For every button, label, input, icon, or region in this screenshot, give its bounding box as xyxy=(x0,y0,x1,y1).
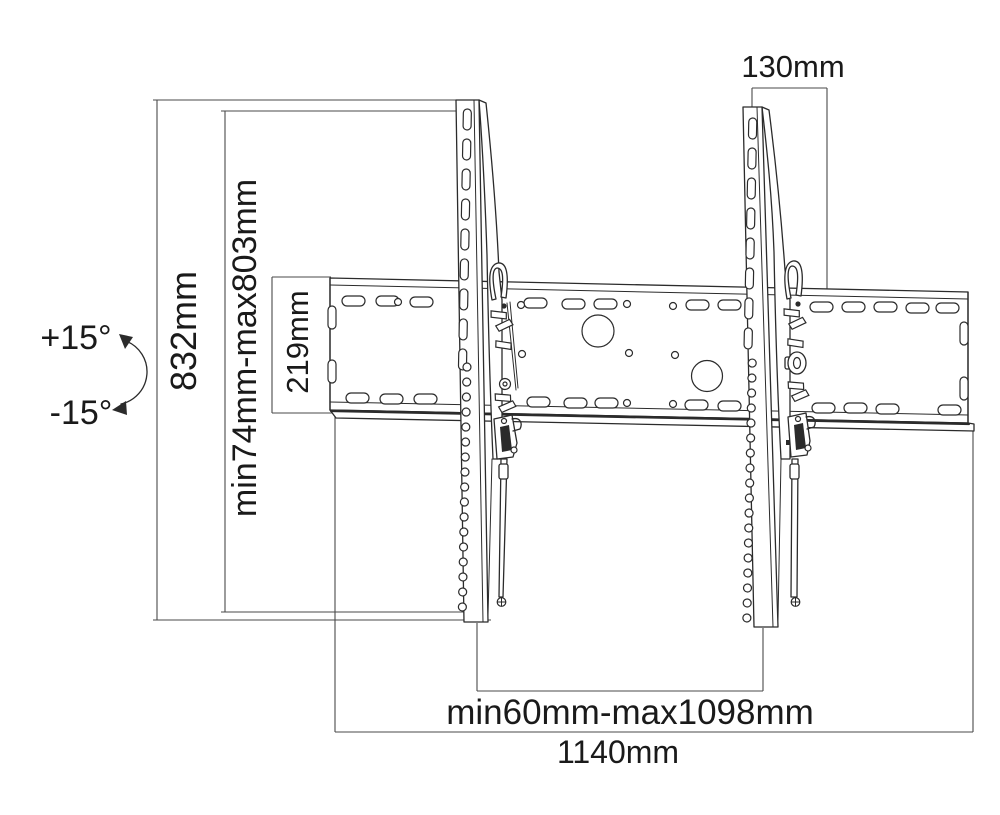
dim-label-1140mm: 1140mm xyxy=(557,734,679,770)
annotations: 130mm 832mm min74mm-max803mm 219mm min60… xyxy=(40,49,844,770)
tilt-arc xyxy=(120,340,148,405)
left-flange-taper xyxy=(487,458,493,617)
left-pull-rod xyxy=(498,458,508,598)
right-latch-arm xyxy=(805,415,816,430)
wall-plate-top-fold xyxy=(329,284,969,300)
tilt-down-label: -15° xyxy=(50,394,113,432)
dim-label-219mm: 219mm xyxy=(280,290,315,393)
tilt-up-label: +15° xyxy=(40,319,111,357)
dim-line-832mm xyxy=(153,99,491,621)
right-bracket-arm xyxy=(742,106,816,628)
right-rail-hook xyxy=(784,260,803,300)
wall-plate-end-caps xyxy=(329,277,969,424)
dim-label-min60-max1098: min60mm-max1098mm xyxy=(446,693,814,732)
tilt-arrow-down xyxy=(112,401,127,415)
tilt-indicator: +15° -15° xyxy=(40,319,148,432)
wall-plate-bottom-edge xyxy=(329,409,971,426)
dim-line-min60-max1098 xyxy=(476,623,764,692)
dimension-lines xyxy=(153,87,974,733)
left-arm-fold-line xyxy=(473,99,484,623)
right-pull-rod xyxy=(790,458,799,598)
dim-line-130mm xyxy=(751,87,828,290)
dim-label-min74-max803: min74mm-max803mm xyxy=(226,179,264,517)
right-arm-fold-line xyxy=(756,106,774,628)
dim-label-130mm: 130mm xyxy=(741,49,844,84)
left-bracket-arm xyxy=(455,99,522,623)
dim-line-min74-max803 xyxy=(221,110,467,613)
right-flange-taper xyxy=(777,458,782,621)
wall-plate xyxy=(327,277,975,432)
large-hole-right xyxy=(690,359,724,393)
left-rod-block xyxy=(498,463,509,480)
right-latch-stop xyxy=(786,440,791,445)
dim-line-1140mm xyxy=(334,413,974,733)
right-clamp-mechanism xyxy=(777,260,816,621)
right-arm-side-flange xyxy=(761,106,791,460)
right-rod-block xyxy=(789,463,800,480)
tilt-arrow-up xyxy=(119,334,133,349)
right-hook-pivot xyxy=(795,301,801,307)
dim-line-219mm xyxy=(271,276,336,414)
dim-label-832mm: 832mm xyxy=(163,271,204,391)
left-rail-hook xyxy=(489,262,508,301)
right-arm-holes xyxy=(742,358,757,623)
left-arm-holes xyxy=(457,362,472,612)
left-clamp-mechanism xyxy=(487,262,522,617)
large-hole-left xyxy=(581,314,615,348)
wall-plate-holes xyxy=(393,297,724,409)
left-latch-arm xyxy=(511,417,522,432)
left-hook-pivot xyxy=(501,303,507,309)
